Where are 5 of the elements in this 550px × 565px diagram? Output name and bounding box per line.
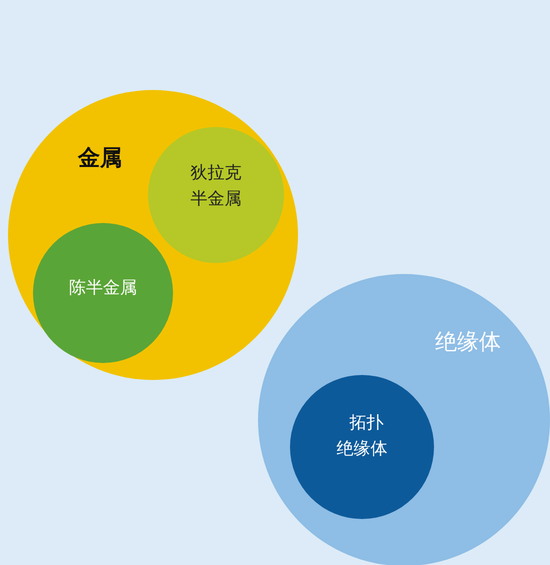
category-label: 金属 [76, 145, 123, 173]
category-label: 拓扑绝缘体 [336, 412, 388, 460]
category-label: 狄拉克半金属 [190, 162, 242, 210]
category-label: 绝缘体 [434, 329, 502, 357]
category-label: 陈半金属 [68, 277, 138, 300]
